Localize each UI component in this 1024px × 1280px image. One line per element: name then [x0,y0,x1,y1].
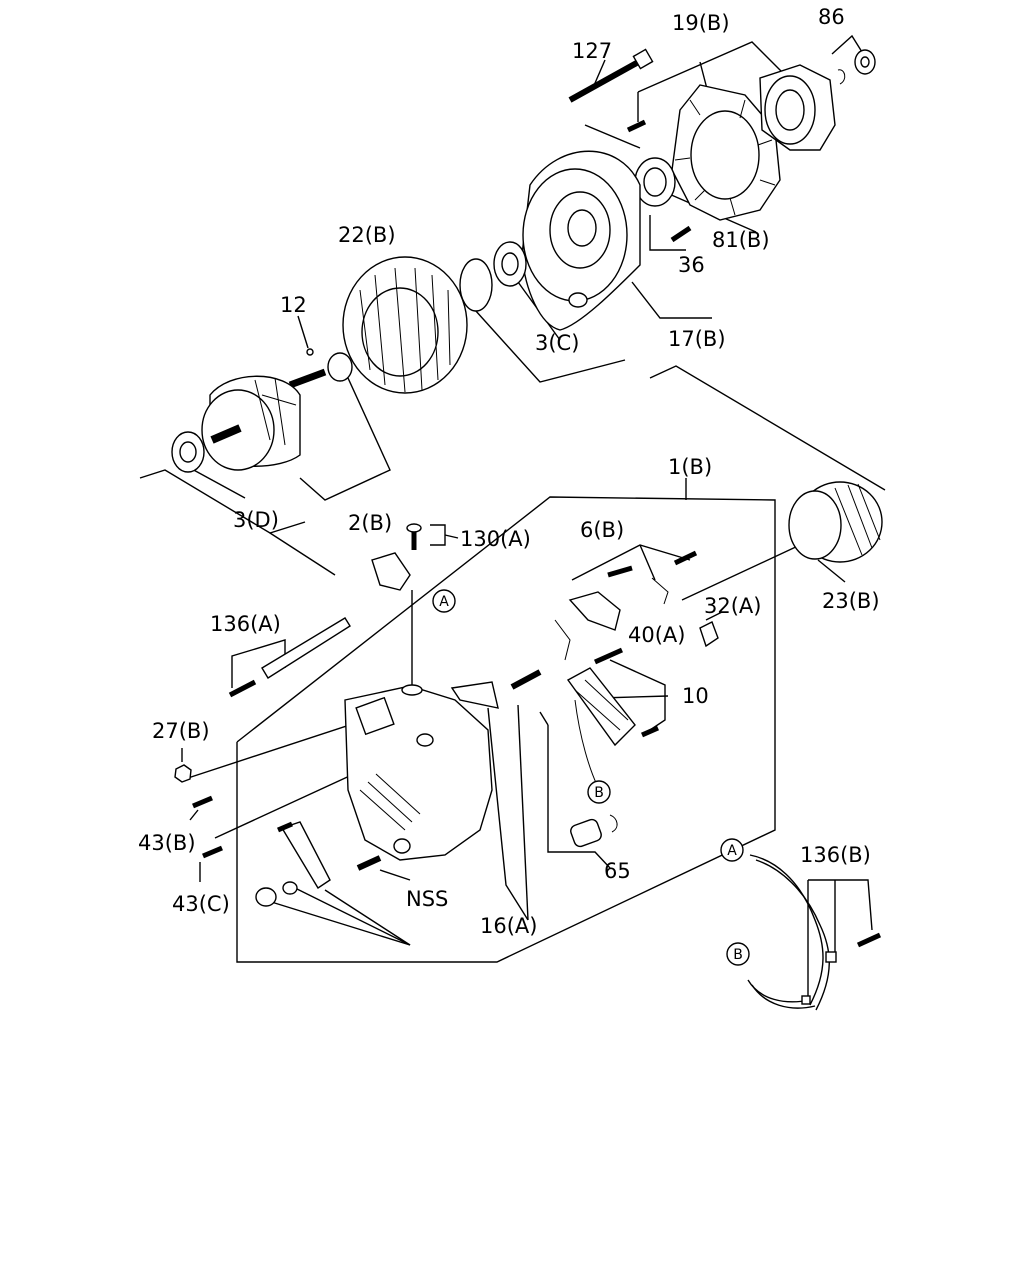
label-43c: 43(C) [172,892,230,916]
reference-marker-a-harness: A [720,838,744,862]
part-labels: 127 19(B) 86 22(B) 81(B) 36 12 3(C) 17(B… [138,5,880,938]
pulley-part [788,481,883,563]
front-housing-part [521,150,641,331]
label-nss: NSS [406,887,448,911]
reference-marker-a: A [432,589,456,613]
spacer-part [255,881,298,907]
stator-part [342,256,468,394]
terminal-32a-part [699,621,719,648]
label-36: 36 [678,253,705,277]
small-screw-part [626,119,647,133]
label-136b: 136(B) [800,843,871,867]
wire-harness-part [747,854,882,1011]
nut-and-washer-part [837,49,876,85]
label-22b: 22(B) [338,223,396,247]
svg-text:B: B [733,947,743,963]
bolt-nss-part [356,855,382,871]
label-130a: 130(A) [460,527,531,551]
leader-lines [139,34,886,1000]
svg-text:A: A [727,843,737,859]
long-bolt-part [568,48,654,103]
bearing-3d-part [171,431,205,473]
reference-marker-b-harness: B [726,942,750,966]
bracket-136a-part [228,617,351,698]
rotor-part [201,348,353,471]
label-86: 86 [818,5,845,29]
label-3d: 3(D) [233,508,279,532]
label-27b: 27(B) [152,719,210,743]
mounting-bracket-part [277,821,331,889]
bolt-36-part [670,225,692,243]
pulley-flange-part [759,64,836,151]
label-65: 65 [604,859,631,883]
bolt-43c-part [202,845,223,859]
label-43b: 43(B) [138,831,196,855]
oil-seal-part [634,157,676,207]
screw-16a-part [510,669,542,690]
label-6b: 6(B) [580,518,624,542]
rectifier-part [566,647,660,786]
rear-housing-part [344,684,493,861]
capacitor-part [570,814,618,848]
label-40a: 40(A) [628,623,685,647]
label-127: 127 [572,39,612,63]
reference-marker-b: B [587,780,611,804]
label-12: 12 [280,293,307,317]
label-10: 10 [682,684,709,708]
label-17b: 17(B) [668,327,726,351]
label-136a: 136(A) [210,612,281,636]
label-16a: 16(A) [480,914,537,938]
label-2b: 2(B) [348,511,392,535]
label-32a: 32(A) [704,594,761,618]
svg-text:A: A [439,594,449,610]
svg-text:B: B [594,785,604,801]
label-81b: 81(B) [712,228,770,252]
label-23b: 23(B) [822,589,880,613]
plate-16a-part [450,681,499,709]
cooling-fan-part [671,84,781,221]
bolt-43b-part [192,795,213,809]
retaining-ring-part [459,258,493,312]
nut-27b-part [174,764,192,783]
bearing-3c-part [493,241,527,287]
regulator-bracket-part [554,550,698,661]
label-1b: 1(B) [668,455,712,479]
terminal-130a-part [371,523,422,591]
label-19b: 19(B) [672,11,730,35]
label-3c: 3(C) [535,331,579,355]
